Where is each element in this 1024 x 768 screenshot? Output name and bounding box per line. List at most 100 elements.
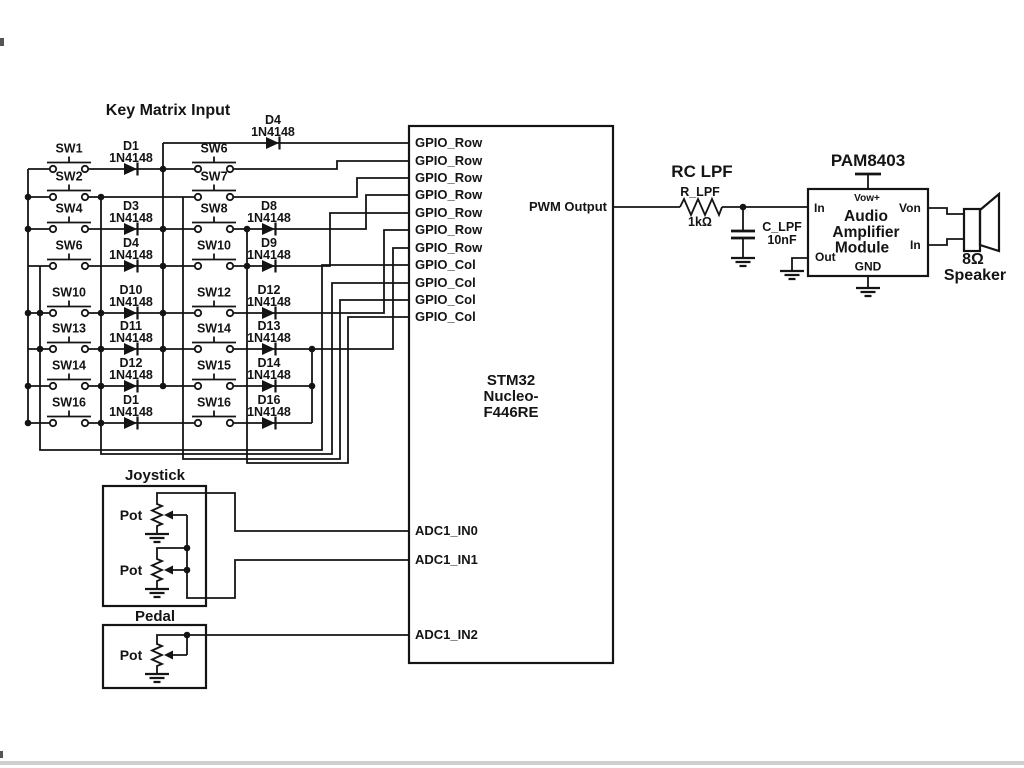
- junction-dots: [24, 165, 747, 639]
- switch-left-8: SW16: [46, 396, 92, 428]
- switch-label: SW16: [52, 396, 86, 410]
- matrix-left-column: SW1 SW2 SW4 SW6 SW10 SW13 SW14 SW16 D11N…: [46, 139, 153, 431]
- diode-name: D1: [123, 393, 139, 407]
- ground-symbol: [729, 256, 757, 268]
- mcu-block: GPIO_Row GPIO_Row GPIO_Row GPIO_Row GPIO…: [407, 124, 615, 665]
- resistor-value: 1kΩ: [688, 215, 712, 229]
- rc-lpf: RC LPF R_LPF 1kΩ C_LPF 10nF: [671, 162, 802, 268]
- wire-joystick-pot1: [156, 492, 409, 532]
- diode-part: 1N4148: [251, 125, 295, 139]
- ground-symbol: [143, 672, 171, 684]
- switch-left-5: SW10: [46, 286, 92, 318]
- wire-joystick-pot2-top: [156, 547, 187, 555]
- wire-amp-out-gnd: [791, 257, 808, 271]
- switch-mid-3: SW8: [191, 202, 237, 234]
- diode-part: 1N4148: [109, 211, 153, 225]
- switch-label: SW6: [55, 239, 82, 253]
- pedal-title: Pedal: [135, 608, 175, 625]
- mcu-pin-gpio-col-4: GPIO_Col: [415, 309, 476, 324]
- diode-name: D16: [258, 393, 281, 407]
- wire-mid-row2: [233, 177, 409, 198]
- ground-symbol: [778, 269, 806, 281]
- switch-label: SW8: [200, 202, 227, 216]
- wire-col-bus-5: [246, 229, 409, 464]
- diode-part: 1N4148: [109, 295, 153, 309]
- mcu-pin-adc1-in0: ADC1_IN0: [415, 523, 478, 538]
- diode-part: 1N4148: [109, 405, 153, 419]
- amp-name-line3: Module: [835, 240, 890, 257]
- potentiometer: [151, 554, 163, 586]
- diode-name: D13: [258, 319, 281, 333]
- diode-part: 1N4148: [247, 295, 291, 309]
- amp-pin-in: In: [814, 201, 825, 215]
- cap-plates: [731, 229, 755, 240]
- speaker-impedance: 8Ω: [962, 251, 984, 268]
- mcu-pin-gpio-col-3: GPIO_Col: [415, 292, 476, 307]
- switch-mid-5: SW12: [191, 286, 237, 318]
- switch-left-7: SW14: [46, 359, 92, 391]
- edge-artifact: [0, 38, 4, 46]
- amplifier-module: PAM8403 Vow+ In Von In Out GND Audio Amp…: [778, 151, 930, 298]
- amp-name-line1: Audio: [844, 208, 888, 225]
- wire-col-bus-3: [100, 197, 409, 455]
- diode-part: 1N4148: [247, 405, 291, 419]
- wire-mid-row4: [233, 212, 409, 267]
- switch-label: SW14: [52, 359, 86, 373]
- diode-part: 1N4148: [109, 248, 153, 262]
- mcu-pin-gpio-row-7: GPIO_Row: [415, 240, 483, 255]
- switch-left-3: SW4: [46, 202, 92, 234]
- pedal-outline: [101, 623, 208, 690]
- capacitor-name: C_LPF: [762, 220, 802, 234]
- ground-symbol: [143, 532, 171, 544]
- speaker-body: [962, 207, 982, 253]
- mcu-pin-gpio-row-1: GPIO_Row: [415, 135, 483, 150]
- joystick-title: Joystick: [125, 467, 186, 484]
- resistor-name: R_LPF: [680, 185, 720, 199]
- switch-label: SW10: [52, 286, 86, 300]
- switch-left-6: SW13: [46, 322, 92, 354]
- wire-joystick-wiper-bus: [186, 515, 409, 599]
- audio-wires: [613, 172, 964, 288]
- wire-speaker-top: [928, 207, 964, 215]
- switch-label: SW10: [197, 239, 231, 253]
- wire-speaker-bottom: [928, 238, 964, 246]
- capacitor-value: 10nF: [767, 233, 797, 247]
- switch-mid-7: SW15: [191, 359, 237, 391]
- amp-part-number: PAM8403: [831, 151, 905, 170]
- switch-label: SW7: [200, 170, 227, 184]
- switch-label: SW6: [200, 142, 227, 156]
- switch-mid-8: SW16: [191, 396, 237, 428]
- diode-name: D4: [265, 113, 281, 127]
- switch-label: SW1: [55, 142, 82, 156]
- amp-pin-von: Von: [899, 201, 921, 215]
- switch-label: SW13: [52, 322, 86, 336]
- diode-name: D12: [258, 283, 281, 297]
- matrix-title: Key Matrix Input: [106, 102, 231, 119]
- diode-name: D4: [123, 236, 139, 250]
- switch-left-1: SW1: [46, 142, 92, 174]
- ground-symbol: [143, 587, 171, 599]
- mcu-pin-gpio-row-3: GPIO_Row: [415, 170, 483, 185]
- switch-left-2: SW2: [46, 170, 92, 202]
- wire-col-bus-2: [39, 264, 409, 451]
- speaker: 8Ω Speaker: [944, 191, 1006, 284]
- pedal-section: Pedal Pot: [101, 608, 208, 690]
- resistor-r-lpf: [679, 196, 723, 218]
- switch-left-4: SW6: [46, 239, 92, 271]
- diode-part: 1N4148: [247, 248, 291, 262]
- amp-pin-supply: Vow+: [854, 193, 880, 204]
- mcu-name-line1: STM32: [487, 372, 535, 389]
- joystick-outline: [101, 484, 208, 608]
- amp-pin-gnd: GND: [855, 260, 882, 274]
- edge-artifact: [0, 751, 3, 758]
